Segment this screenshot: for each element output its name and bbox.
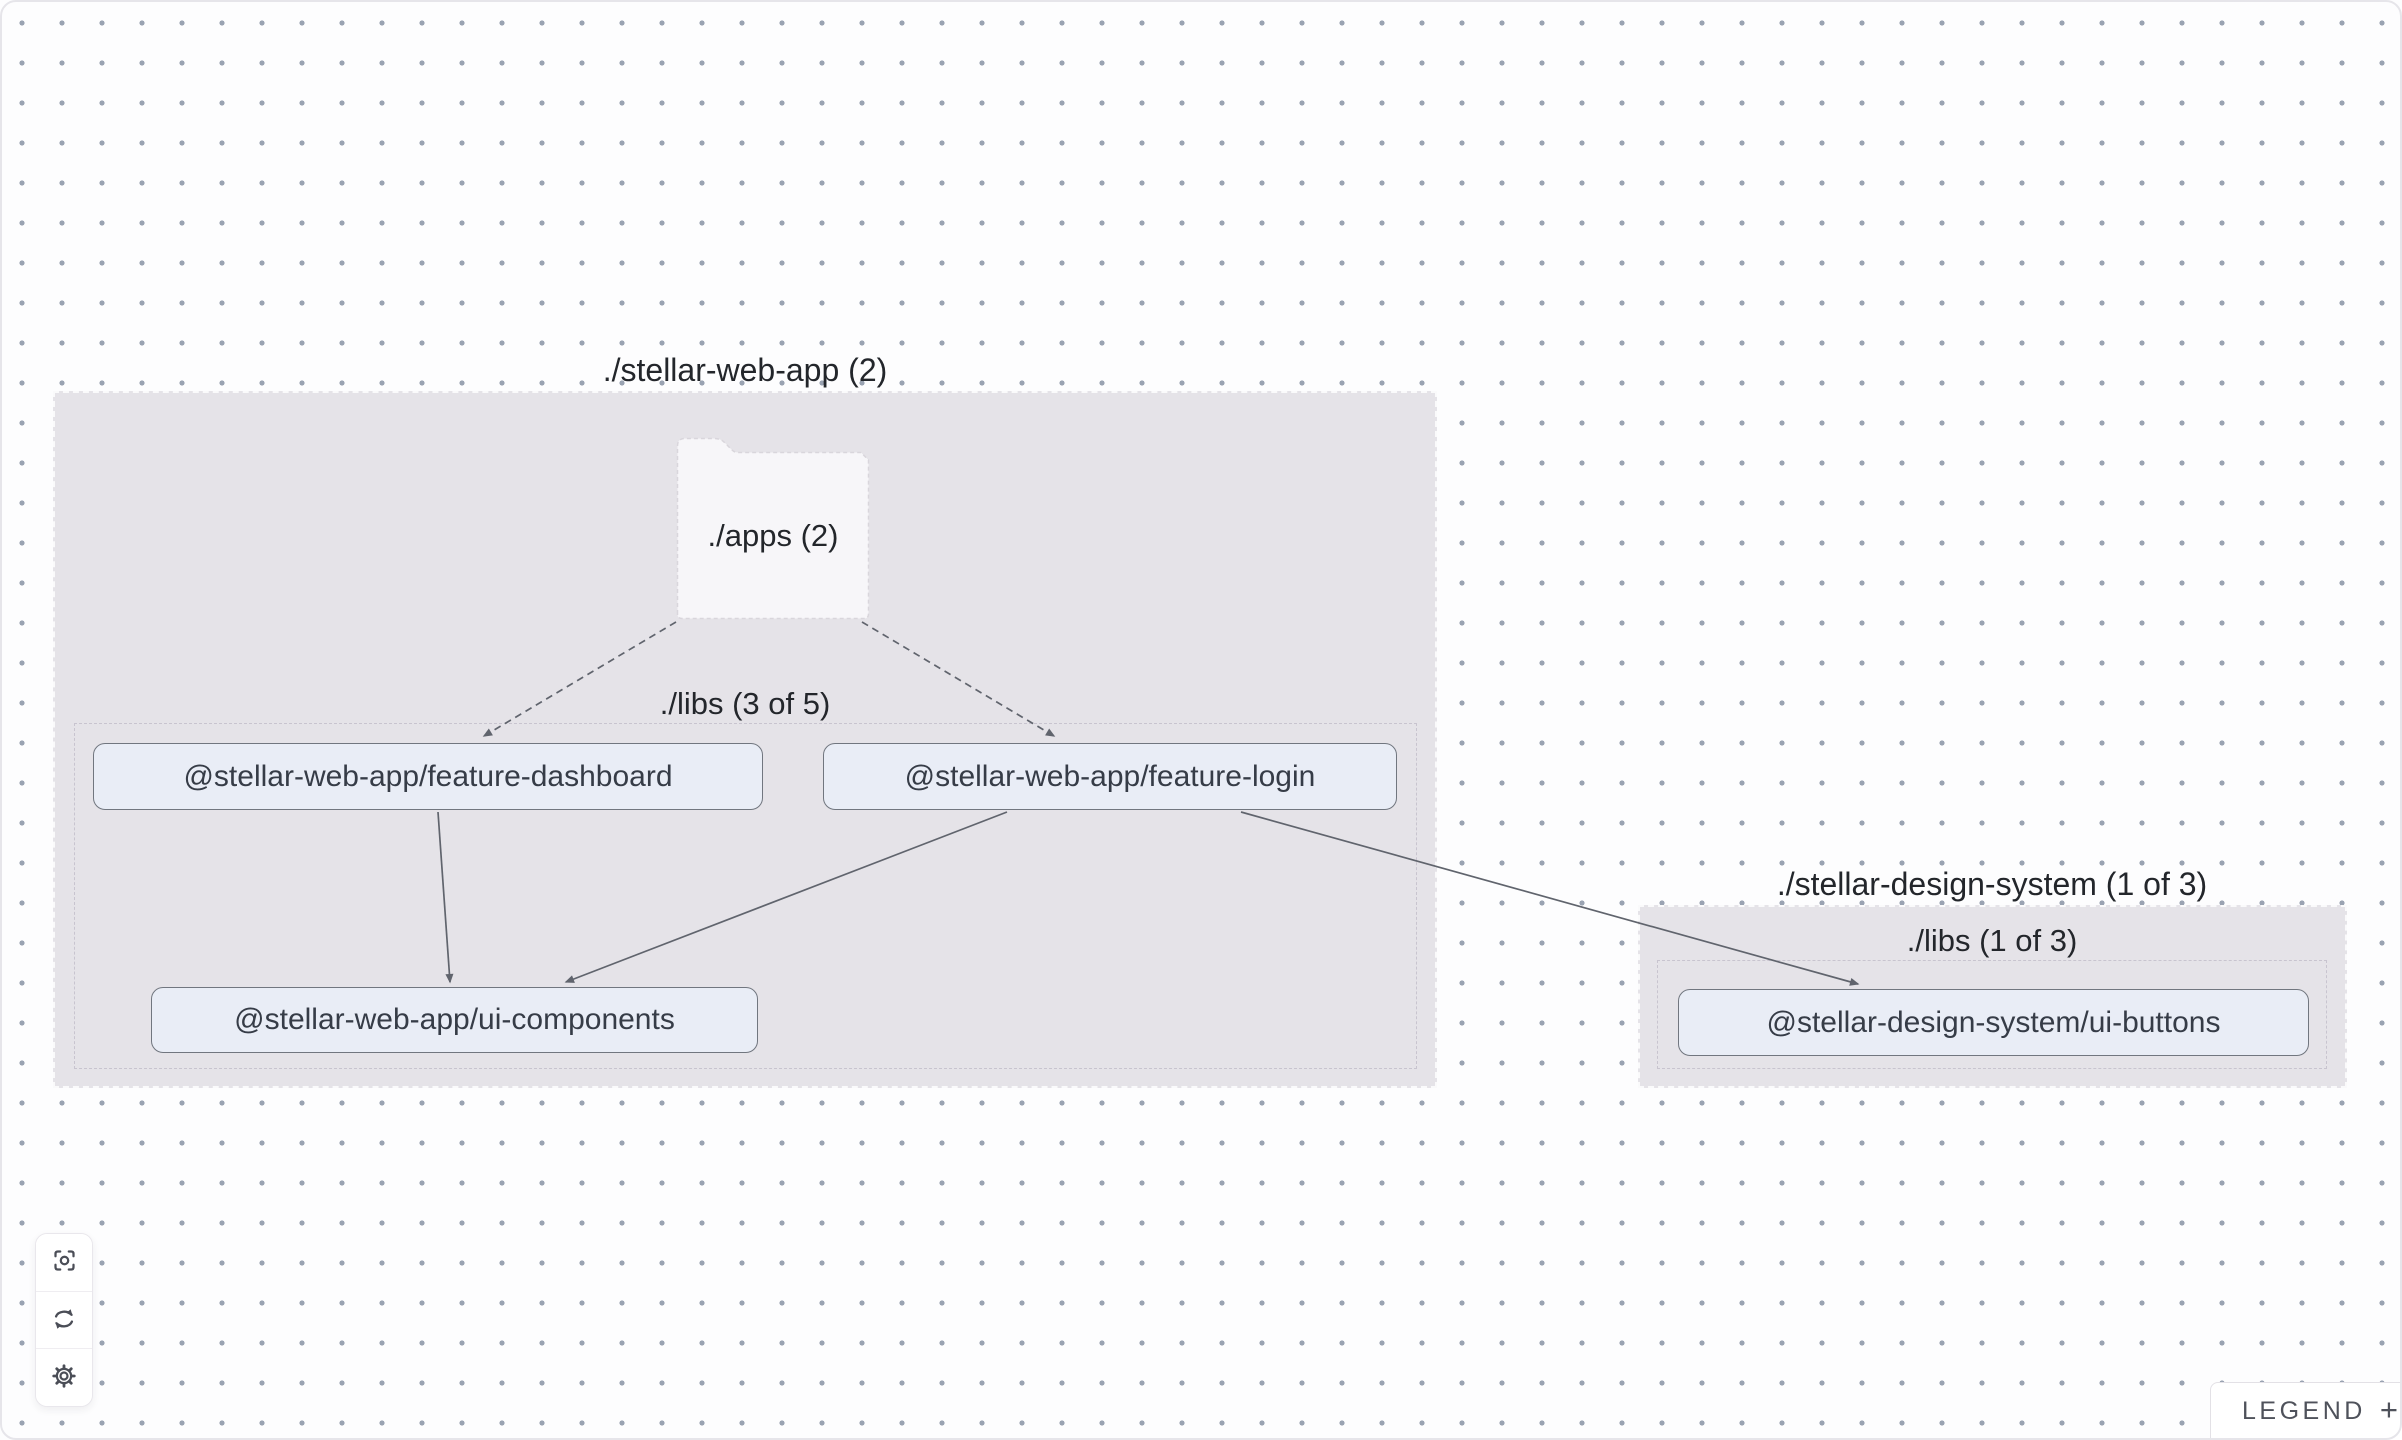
folder-label: ./apps (2) bbox=[707, 517, 839, 553]
node-feature-dashboard[interactable]: @stellar-web-app/feature-dashboard bbox=[93, 743, 763, 810]
subcluster-label-design-system-libs: ./libs (1 of 3) bbox=[1906, 923, 2078, 958]
plus-icon: + bbox=[2379, 1392, 2398, 1427]
node-ui-components[interactable]: @stellar-web-app/ui-components bbox=[151, 987, 758, 1053]
legend-toggle-button[interactable]: LEGEND + bbox=[2210, 1382, 2402, 1440]
node-label: @stellar-web-app/feature-dashboard bbox=[183, 759, 673, 793]
gear-icon bbox=[50, 1362, 78, 1393]
folder-node-apps[interactable]: ./apps (2) bbox=[676, 437, 870, 620]
node-label: @stellar-design-system/ui-buttons bbox=[1766, 1005, 2221, 1039]
focus-icon bbox=[51, 1247, 78, 1277]
subcluster-design-system-libs bbox=[1657, 960, 2327, 1069]
cluster-label-stellar-web-app: ./stellar-web-app (2) bbox=[602, 352, 888, 388]
cluster-label-stellar-design-system: ./stellar-design-system (1 of 3) bbox=[1776, 866, 2208, 902]
node-ui-buttons[interactable]: @stellar-design-system/ui-buttons bbox=[1678, 989, 2309, 1056]
settings-button[interactable] bbox=[36, 1348, 92, 1406]
center-graph-button[interactable] bbox=[36, 1234, 92, 1291]
node-feature-login[interactable]: @stellar-web-app/feature-login bbox=[823, 743, 1397, 810]
graph-controls-toolbar bbox=[35, 1233, 93, 1407]
node-label: @stellar-web-app/ui-components bbox=[234, 1003, 675, 1036]
refresh-icon bbox=[50, 1305, 78, 1336]
folder-icon bbox=[676, 437, 870, 620]
subcluster-label-web-app-libs: ./libs (3 of 5) bbox=[659, 686, 831, 721]
reset-layout-button[interactable] bbox=[36, 1290, 92, 1349]
node-label: @stellar-web-app/feature-login bbox=[904, 759, 1316, 793]
legend-label: LEGEND bbox=[2242, 1397, 2366, 1425]
